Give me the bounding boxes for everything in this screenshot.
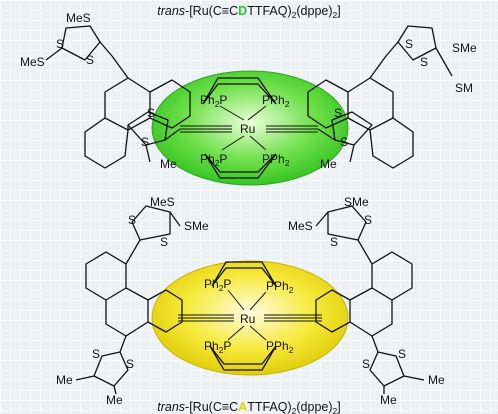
svg-text:S: S <box>141 135 149 149</box>
anthracene-core <box>347 77 394 131</box>
svg-text:Me: Me <box>428 373 445 387</box>
svg-text:S: S <box>160 235 168 249</box>
dithiole-ring <box>327 205 367 241</box>
svg-text:S: S <box>86 53 94 67</box>
dithiole-ring <box>127 111 169 146</box>
yellow-ellipse <box>151 260 349 376</box>
title-top: trans-[Ru(C≡CDTTFAQ)2(dppe)2] <box>157 4 341 20</box>
title-bottom: trans-[Ru(C≡CATTFAQ)2(dppe)2] <box>157 400 341 414</box>
ph2p-label: Ph2P <box>204 339 231 355</box>
pph2-label: PPh2 <box>262 152 290 168</box>
dithiole-ring <box>397 25 437 61</box>
svg-text:S: S <box>126 357 134 371</box>
pph2-label: PPh2 <box>262 93 290 109</box>
svg-text:SMe: SMe <box>452 41 477 55</box>
svg-text:MeS: MeS <box>150 195 175 209</box>
dppe-bridge-bottom <box>209 345 277 371</box>
svg-text:S: S <box>340 135 348 149</box>
svg-text:Me: Me <box>380 393 397 407</box>
dithiole-ring <box>93 351 129 387</box>
svg-text:Me: Me <box>160 157 177 171</box>
svg-text:S: S <box>92 347 100 361</box>
svg-text:SMe: SMe <box>344 195 369 209</box>
svg-text:MeS: MeS <box>66 11 91 25</box>
dppe-bridge-top <box>202 77 277 105</box>
svg-text:S: S <box>405 37 413 51</box>
alkyne-right <box>266 125 318 133</box>
svg-text:SMe: SMe <box>184 219 209 233</box>
ph2p-label: Ph2P <box>200 152 227 168</box>
ru-label: Ru <box>240 312 255 326</box>
svg-text:S: S <box>330 235 338 249</box>
dithiole-ring <box>369 351 405 387</box>
ph2p-label: Ph2P <box>204 277 231 293</box>
svg-text:S: S <box>147 106 155 120</box>
green-ellipse <box>151 70 349 186</box>
svg-text:MeS: MeS <box>20 55 45 69</box>
pph2-label: PPh2 <box>266 339 294 355</box>
dithiole-ring <box>61 25 101 61</box>
svg-text:S: S <box>364 213 372 227</box>
svg-text:SM: SM <box>455 81 473 95</box>
svg-text:S: S <box>56 37 64 51</box>
dppe-bridge-top <box>211 261 277 287</box>
svg-text:S: S <box>334 106 342 120</box>
svg-text:S: S <box>398 347 406 361</box>
ph2p-label: Ph2P <box>200 93 227 109</box>
alkyne-left <box>180 125 232 133</box>
dithiole-ring <box>131 205 171 241</box>
svg-text:S: S <box>420 55 428 69</box>
dppe-bridge-bottom <box>204 153 277 179</box>
pph2-label: PPh2 <box>266 279 294 295</box>
ru-label: Ru <box>240 122 255 136</box>
alkyne-right <box>264 314 322 322</box>
svg-text:S: S <box>362 357 370 371</box>
svg-text:Me: Me <box>320 157 337 171</box>
svg-text:Me: Me <box>106 393 123 407</box>
anthracene-core <box>104 77 151 131</box>
svg-text:MeS: MeS <box>288 219 313 233</box>
alkyne-left <box>178 314 234 322</box>
dithiole-ring <box>331 111 373 146</box>
svg-text:S: S <box>128 213 136 227</box>
svg-text:Me: Me <box>56 373 73 387</box>
